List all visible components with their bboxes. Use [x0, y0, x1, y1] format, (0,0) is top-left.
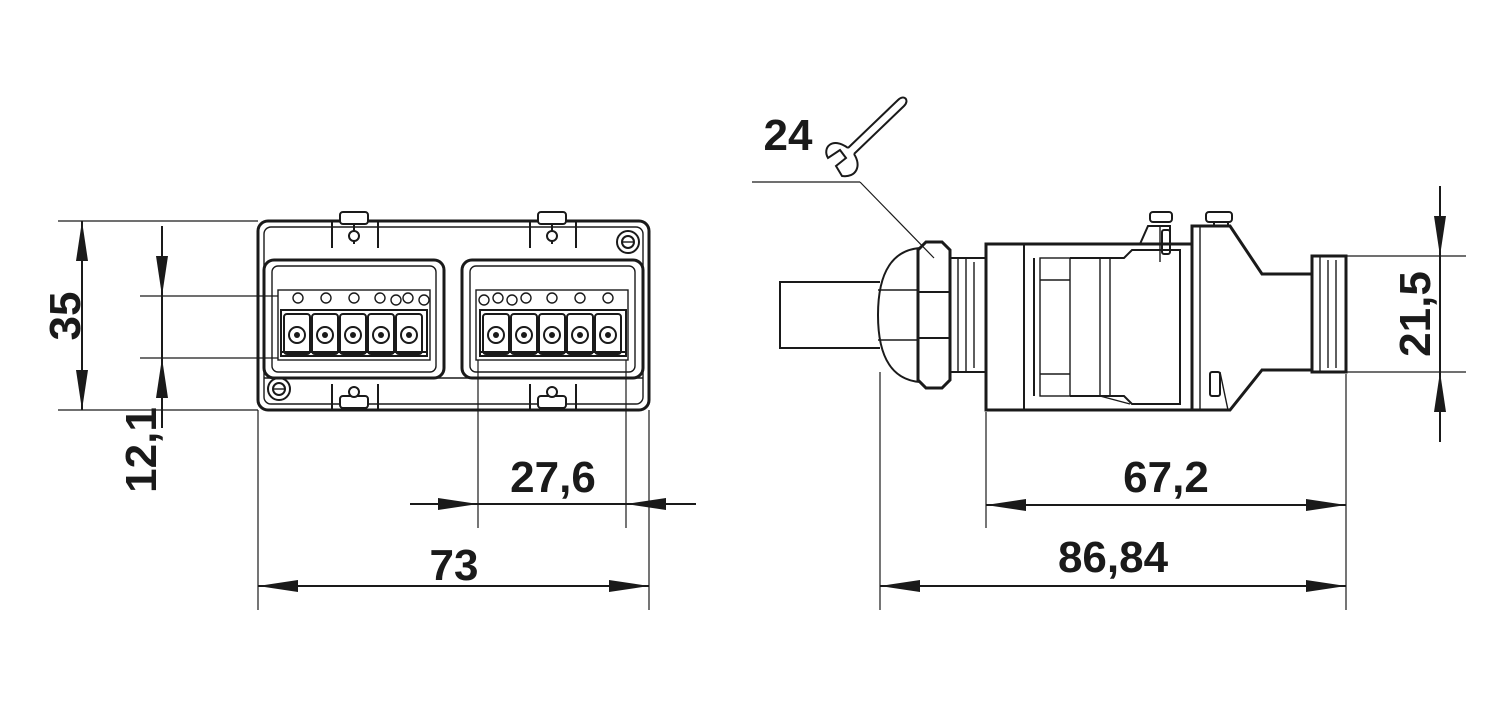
left-insert-pins: [292, 292, 430, 306]
locking-sleeve: [1190, 211, 1314, 412]
thread-neck: [949, 257, 987, 373]
wrench-size-label: 24: [764, 111, 813, 160]
dim-label-length-body: 67,2: [1123, 453, 1209, 502]
latch-top-left: [339, 211, 369, 225]
hex-nut: [916, 240, 952, 390]
cable-gland-dome: [876, 247, 921, 383]
top-latches: [331, 211, 577, 248]
front-dimensions: 35 12,1 73 27,6: [41, 220, 696, 610]
side-dimensions: 67,2 86,84 21,5: [879, 186, 1466, 610]
left-insert: [262, 258, 446, 380]
cable: [779, 281, 880, 349]
left-terminal-block: [280, 309, 428, 357]
dim-label-width-overall: 73: [430, 541, 479, 590]
connector-body: [984, 211, 1194, 412]
mounting-screw-bottom-left: [267, 377, 291, 401]
mounting-screw-top-right: [616, 230, 640, 254]
right-terminal-block: [479, 309, 627, 357]
front-housing-outline: [256, 219, 651, 412]
front-collar: [1310, 254, 1348, 374]
latch-top-right: [537, 211, 567, 225]
dim-label-length-overall: 86,84: [1058, 533, 1169, 582]
dim-label-height-lower: 12,1: [117, 407, 166, 493]
dim-label-width-insert: 27,6: [510, 453, 596, 502]
body-outline: [984, 242, 1194, 412]
right-insert: [460, 258, 645, 380]
bottom-latches: [331, 384, 577, 410]
dim-label-height-side: 21,5: [1391, 271, 1440, 357]
side-view: 24: [752, 96, 1348, 412]
right-insert-pins: [478, 292, 614, 306]
dim-label-height-overall: 35: [41, 292, 90, 341]
open-end-wrench-icon: [825, 96, 908, 178]
front-view: [256, 211, 651, 412]
